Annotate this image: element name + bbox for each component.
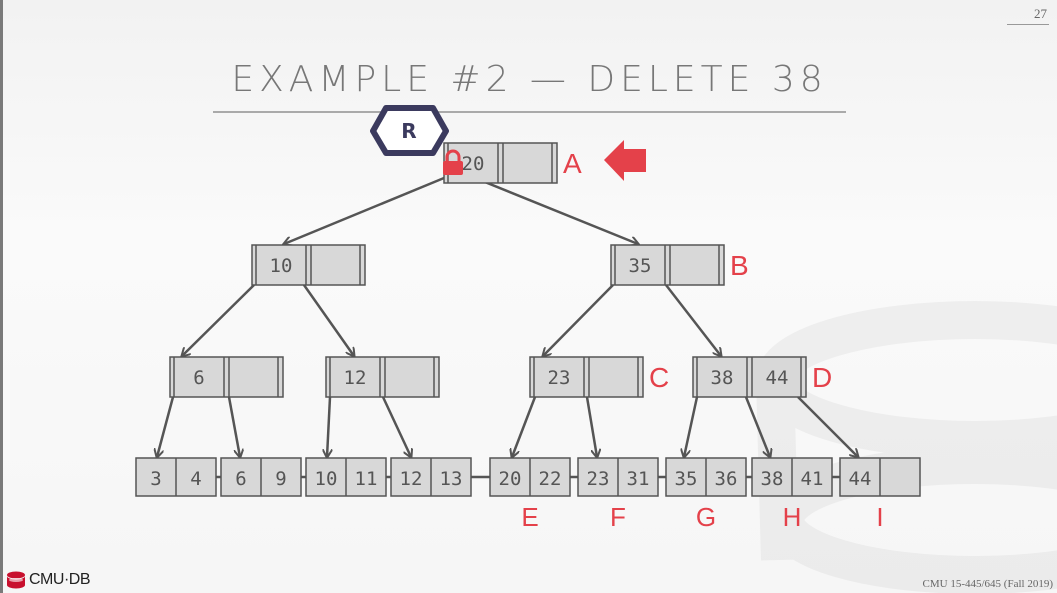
inner-key: 35 (629, 255, 652, 277)
child-pointer-arrow (512, 396, 537, 457)
inner-node-n10: 10 (251, 244, 366, 286)
node-label-c: C (649, 362, 669, 393)
leaf-node: 20 22E (489, 457, 571, 532)
inner-key: 38 (711, 367, 734, 389)
leaf-node: 12 13 (390, 457, 472, 497)
lock-icon (443, 149, 463, 175)
leaf-key: 31 (627, 468, 650, 490)
leaf-node: 38 41H (751, 457, 833, 532)
cmu-db-logo: CMU·DB (6, 571, 91, 589)
inner-key: 12 (344, 367, 367, 389)
inner-key: 20 (462, 153, 485, 175)
leaf-key: 13 (440, 468, 463, 490)
leaf-key: 9 (275, 468, 286, 490)
leaf-key: 41 (801, 468, 824, 490)
leaf-key: 12 (400, 468, 423, 490)
child-pointer-arrow (302, 284, 354, 356)
node-label-d: D (812, 362, 832, 393)
leaf-node: 44I (839, 457, 921, 532)
node-label-b: B (730, 250, 749, 281)
child-pointer-arrow (797, 396, 858, 457)
child-pointer-arrow (182, 284, 255, 356)
page-number-rule (1007, 24, 1049, 25)
leaf-key: 20 (499, 468, 522, 490)
inner-node-c: 23 C (529, 356, 669, 398)
slide-title: EXAMPLE #2 — DELETE 38 (231, 59, 828, 100)
child-pointer-arrow (684, 396, 699, 457)
inner-key: 23 (548, 367, 571, 389)
child-pointer-arrow (381, 396, 411, 457)
leaf-key: 44 (849, 468, 872, 490)
child-pointer-arrow (284, 176, 445, 244)
logo-text: CMU·DB (29, 571, 91, 588)
leaf-node: 23 31F (577, 457, 659, 532)
inner-key: 6 (193, 367, 204, 389)
leaf-label-h: H (783, 502, 802, 532)
leaf-key: 10 (315, 468, 338, 490)
title-divider (213, 111, 846, 113)
leaf-label-f: F (610, 502, 626, 532)
read-latch-icon: R (370, 105, 449, 156)
child-pointer-arrow (227, 396, 240, 457)
leaf-key: 36 (715, 468, 738, 490)
page-number: 27 (1034, 6, 1047, 21)
cmu-db-watermark-icon (756, 301, 1057, 593)
leaf-key: 38 (761, 468, 784, 490)
leaf-label-i: I (876, 502, 883, 532)
leaf-key: 35 (675, 468, 698, 490)
latch-label: R (401, 119, 416, 143)
inner-nodes: 20 A 35 B 10 6 12 23 C 38 44 D (169, 142, 832, 398)
inner-node-a: 20 A (443, 142, 582, 184)
inner-key: 44 (766, 367, 789, 389)
inner-node-b: 35 B (610, 244, 749, 286)
leaf-label-e: E (521, 502, 538, 532)
child-pointer-arrow (543, 284, 614, 356)
leaf-node: 35 36G (665, 457, 747, 532)
child-pointer-arrow (327, 396, 330, 457)
inner-node-n6: 6 (169, 356, 284, 398)
leaf-key: 11 (355, 468, 378, 490)
course-footer: CMU 15-445/645 (Fall 2019) (922, 578, 1053, 590)
slide-left-edge (0, 0, 3, 593)
node-label-a: A (563, 148, 582, 179)
leaf-key: 23 (587, 468, 610, 490)
child-pointer-arrow (474, 176, 638, 244)
inner-node-d: 38 44 D (692, 356, 832, 398)
child-pointer-arrow (585, 396, 597, 457)
leaf-key: 22 (539, 468, 562, 490)
child-pointer-arrow (157, 396, 175, 457)
child-pointer-arrow (665, 284, 721, 356)
leaf-key: 4 (190, 468, 201, 490)
child-pointer-arrow (744, 396, 770, 457)
inner-node-n12: 12 (325, 356, 440, 398)
leaf-key: 3 (150, 468, 161, 490)
leaf-label-g: G (696, 502, 716, 532)
inner-key: 10 (270, 255, 293, 277)
red-arrow-left-icon (604, 140, 646, 181)
leaf-node: 10 11 (305, 457, 387, 497)
database-icon (7, 571, 25, 589)
leaf-key: 6 (235, 468, 246, 490)
tree-edges (157, 176, 858, 479)
